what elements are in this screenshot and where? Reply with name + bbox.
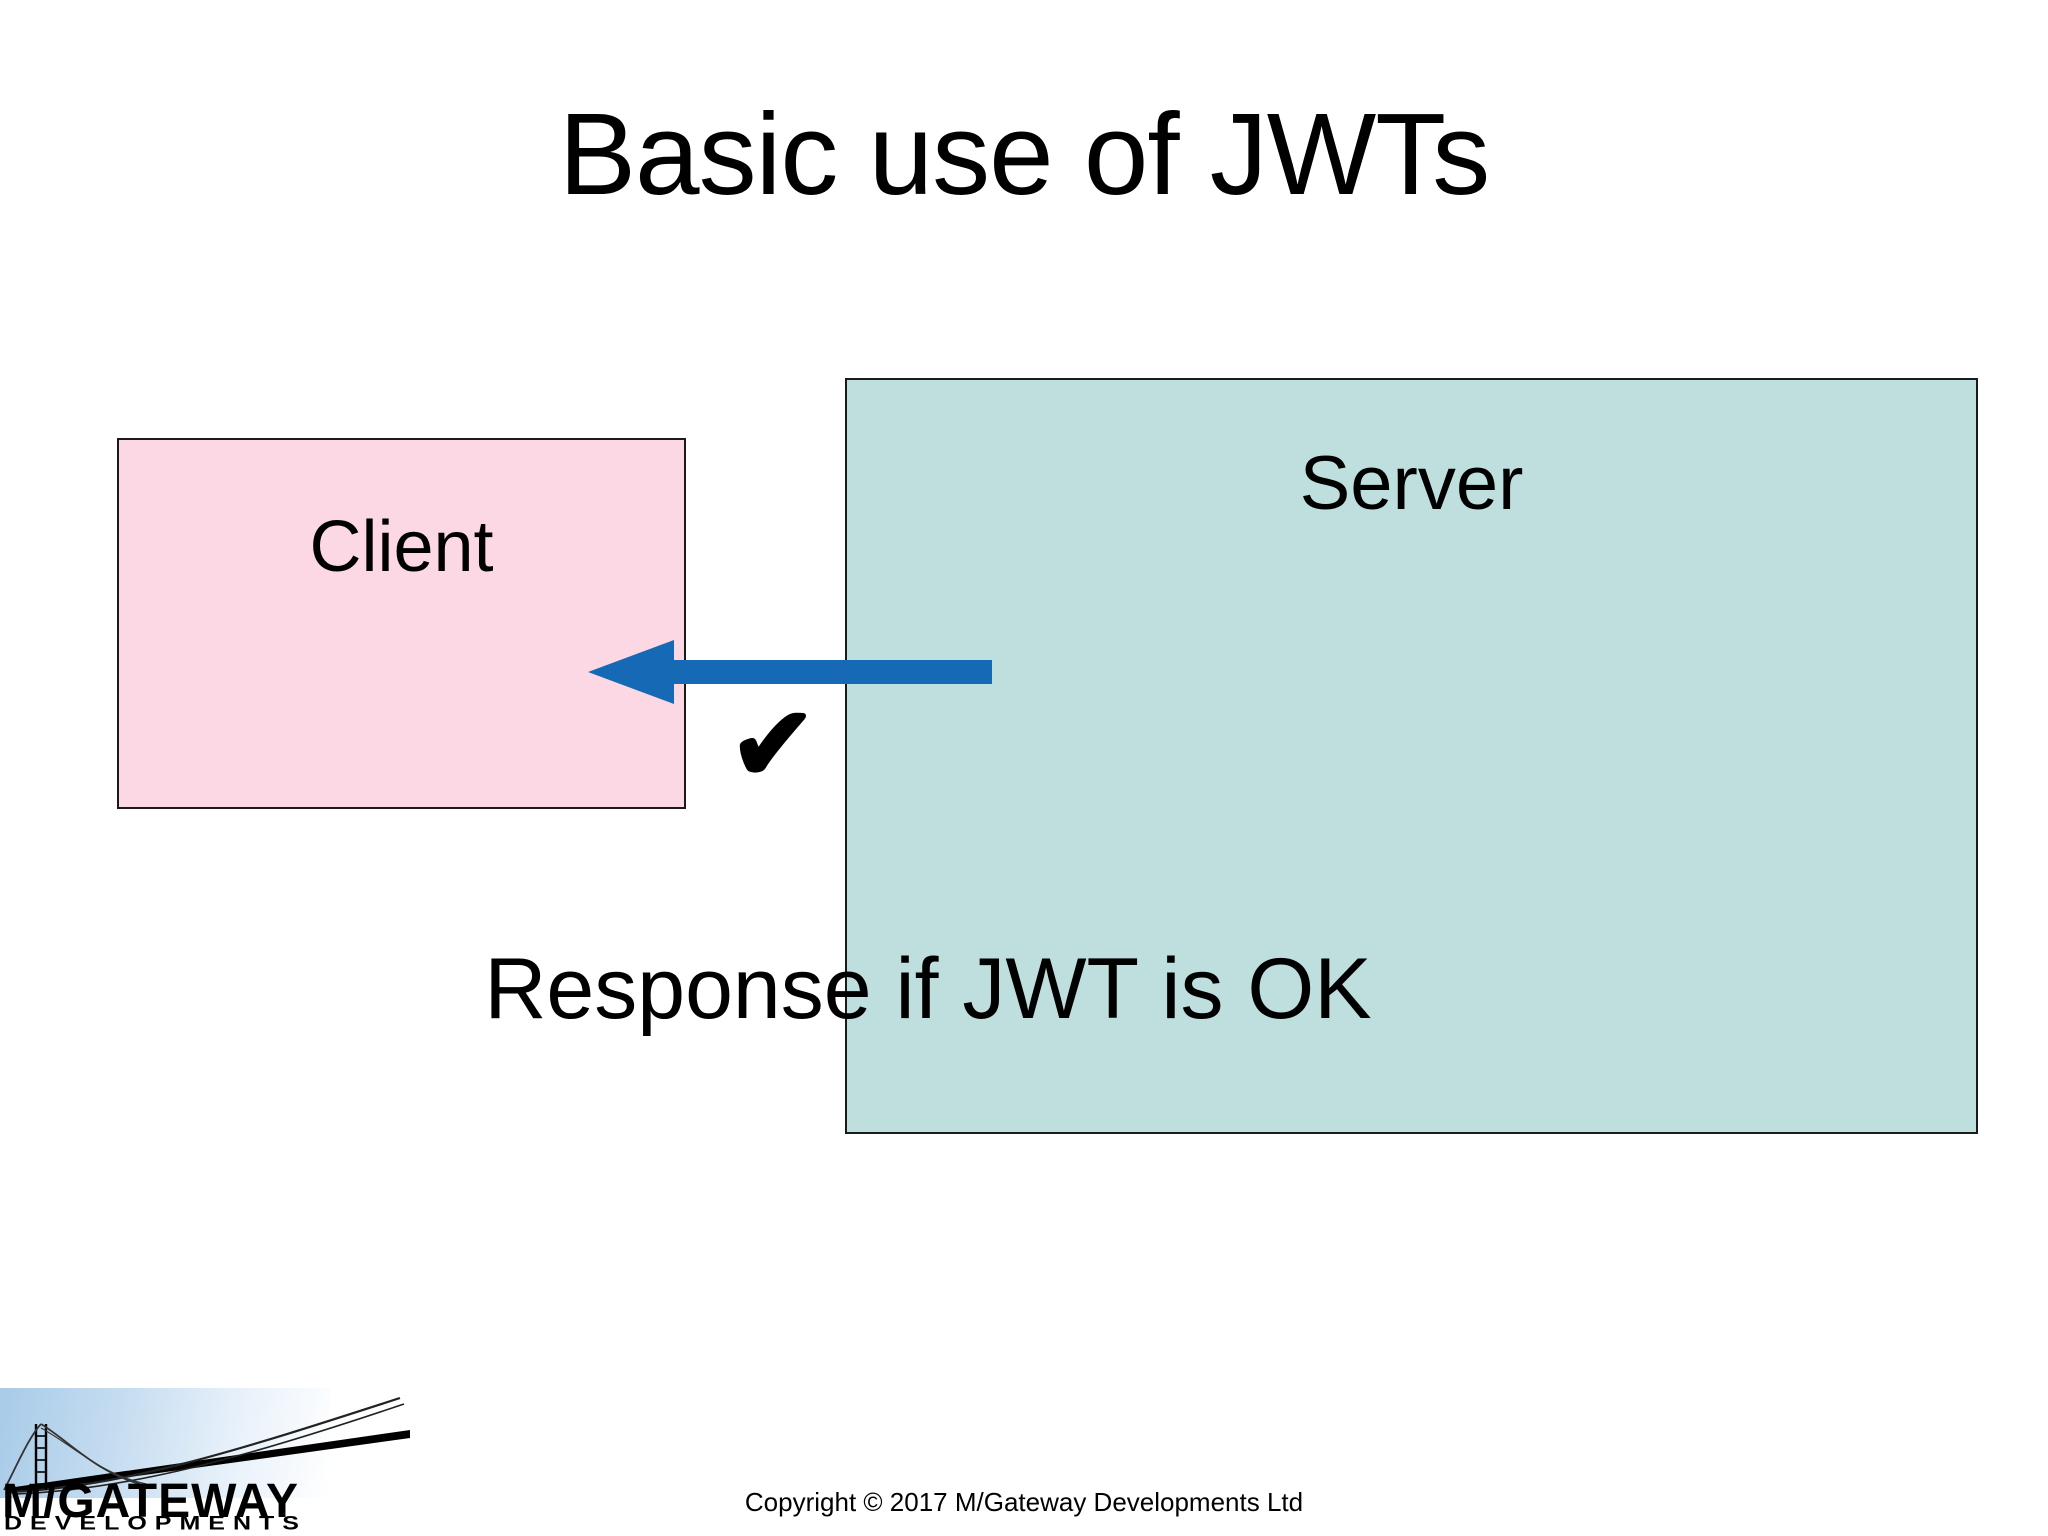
flow-caption: Response if JWT is OK bbox=[484, 941, 1372, 1037]
logo-gradient-plate bbox=[0, 1388, 330, 1498]
diagram-node-client-label: Client bbox=[309, 507, 494, 587]
response-arrow-icon bbox=[588, 640, 992, 704]
diagram-node-client: Client bbox=[117, 438, 686, 809]
logo-wordmark: M/GATEWAY bbox=[2, 1475, 300, 1528]
page-title: Basic use of JWTs bbox=[558, 89, 1491, 219]
diagram-node-server-label: Server bbox=[1299, 441, 1524, 526]
mgateway-logo: M/GATEWAY DEVELOPMENTS bbox=[0, 1380, 416, 1536]
diagram-node-server: Server bbox=[845, 378, 1978, 1134]
logo-subwordmark: DEVELOPMENTS bbox=[4, 1512, 307, 1535]
suspension-bridge-icon bbox=[3, 1396, 410, 1495]
copyright-text: Copyright © 2017 M/Gateway Developments … bbox=[744, 1487, 1304, 1517]
ok-checkmark-icon: ✔ bbox=[729, 687, 817, 803]
